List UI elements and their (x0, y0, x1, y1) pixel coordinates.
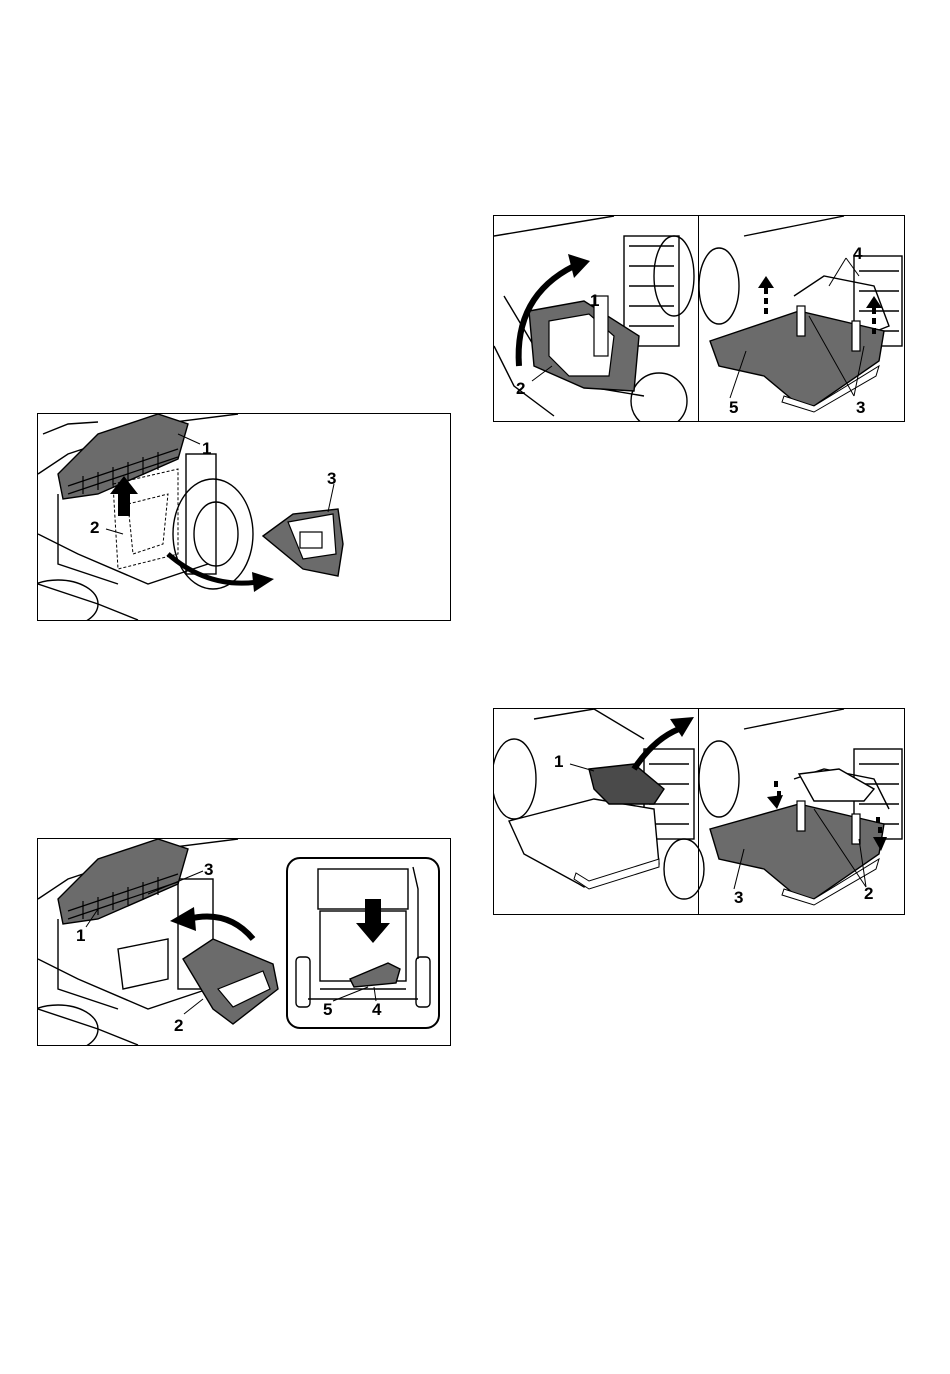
callout-2: 2 (516, 380, 525, 397)
figure-fit-grass-catcher-cover: 3 1 2 5 4 (37, 838, 451, 1046)
callout-3: 3 (327, 470, 336, 487)
callout-2: 2 (864, 885, 873, 902)
mulch-insert-part (263, 509, 343, 576)
curved-arrow-icon (170, 907, 253, 939)
figure-remove-mulch-insert: 1 2 3 (37, 413, 451, 621)
callout-2: 2 (90, 519, 99, 536)
figure-remove-deflector: 1 3 2 (493, 708, 905, 915)
callout-3: 3 (734, 889, 743, 906)
mower-front-view-illustration (288, 859, 438, 1027)
curved-arrow-icon (634, 717, 694, 769)
callout-3: 3 (204, 861, 213, 878)
callout-5: 5 (729, 399, 738, 416)
callout-5: 5 (323, 1001, 332, 1018)
deflector-removal-illustration (494, 709, 904, 914)
inset-front-view: 5 4 (286, 857, 440, 1029)
curved-arrow-icon (168, 554, 274, 592)
callout-2: 2 (174, 1017, 183, 1034)
callout-4: 4 (372, 1001, 381, 1018)
figure-open-flap-fit-deflector: 1 2 4 5 3 (493, 215, 905, 422)
grass-catcher-cover-part (183, 939, 278, 1024)
callout-1: 1 (202, 440, 211, 457)
callout-1: 1 (590, 292, 599, 309)
callout-1: 1 (554, 753, 563, 770)
arrow-down-icon (356, 899, 390, 943)
callout-1: 1 (76, 927, 85, 944)
mower-rear-illustration (38, 414, 450, 620)
deflector-fitting-illustration (494, 216, 904, 421)
callout-3: 3 (856, 399, 865, 416)
callout-4: 4 (853, 245, 862, 262)
